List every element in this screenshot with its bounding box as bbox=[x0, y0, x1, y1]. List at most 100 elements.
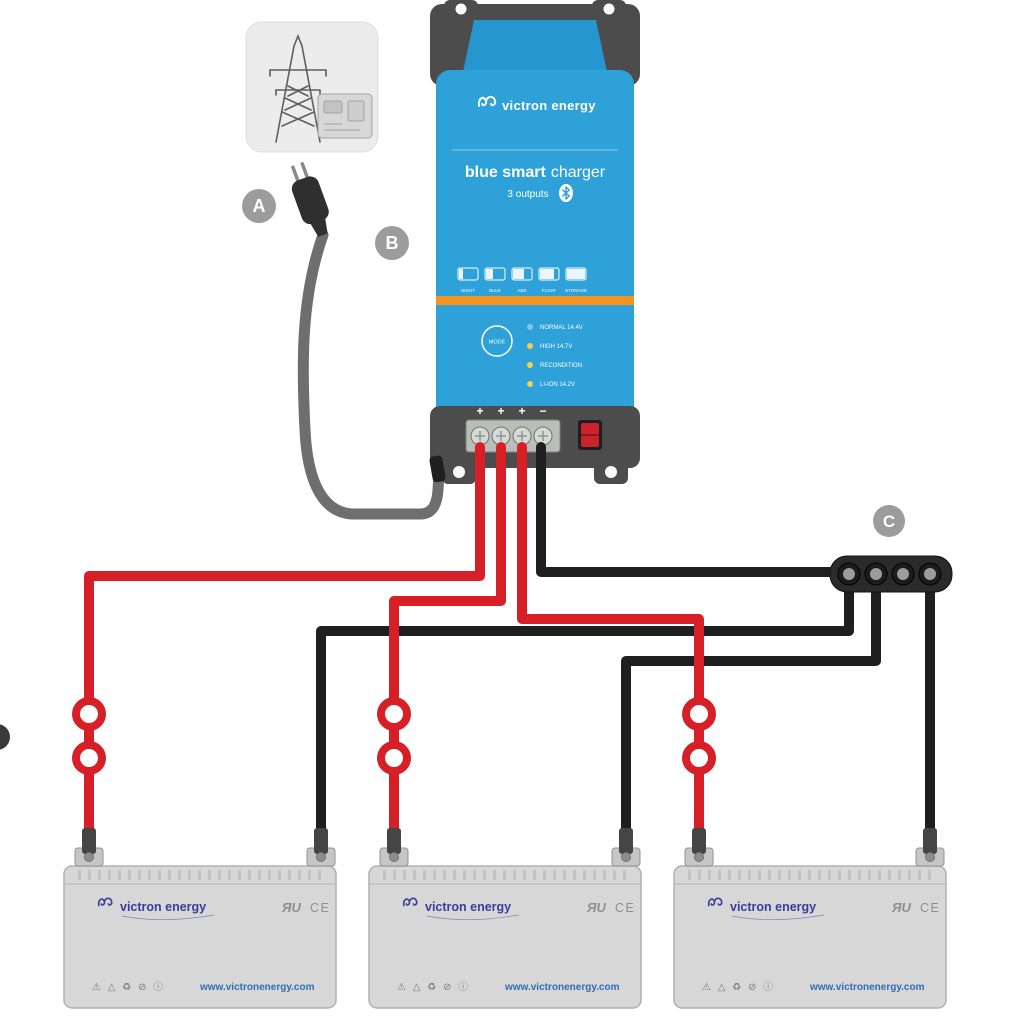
cable-gland bbox=[429, 455, 446, 483]
busbar-terminal-screw bbox=[870, 568, 882, 580]
battery-brand-text: victron energy bbox=[425, 900, 511, 914]
ul-mark: ЯU bbox=[281, 900, 301, 915]
charge-stage-indicators: NIGHT BULK ABS FLOAT STORAGE bbox=[457, 267, 587, 293]
mount-hole bbox=[453, 466, 465, 478]
ul-mark: ЯU bbox=[891, 900, 911, 915]
badge-c-letter: C bbox=[883, 512, 895, 531]
safety-icons: ⚠ △ ♻ ⊘ ⓘ bbox=[397, 981, 470, 993]
victron-swirl-icon bbox=[707, 897, 723, 907]
stage-label: NIGHT bbox=[461, 288, 475, 293]
inline-fuse bbox=[682, 741, 716, 775]
product-name-bold: blue smart bbox=[465, 164, 547, 181]
busbar-terminal-screw bbox=[924, 568, 936, 580]
plug-prong bbox=[291, 165, 301, 185]
battery-terminal-positive bbox=[379, 828, 409, 867]
busbar-terminal-screw bbox=[843, 568, 855, 580]
charger-brand-logo: victron energy bbox=[477, 95, 596, 113]
label-badge-c: C bbox=[873, 505, 905, 537]
led-dot bbox=[527, 343, 533, 349]
cable-lug bbox=[692, 828, 706, 854]
power-plug bbox=[291, 162, 329, 237]
battery-body bbox=[368, 865, 642, 1009]
mode-button-label: MODE bbox=[489, 340, 506, 346]
label-badge-b: B bbox=[375, 226, 409, 260]
battery-brand-logo: victron energy bbox=[402, 897, 520, 921]
battery-brand-text: victron energy bbox=[730, 900, 816, 914]
stage-label: FLOAT bbox=[542, 288, 556, 293]
plug-prong bbox=[300, 162, 310, 181]
logo-flourish bbox=[426, 914, 520, 921]
label-badge-a: A bbox=[242, 189, 276, 223]
mount-hole bbox=[603, 3, 615, 15]
power-switch bbox=[578, 420, 602, 450]
terminal-label: − bbox=[539, 404, 546, 418]
inline-fuse bbox=[72, 741, 106, 775]
badge-b-letter: B bbox=[386, 233, 399, 253]
inline-fuse bbox=[682, 697, 716, 731]
led-dot bbox=[527, 381, 533, 387]
terminal-label: + bbox=[497, 404, 504, 418]
battery-terminal-negative bbox=[915, 828, 945, 867]
mount-hole bbox=[455, 3, 467, 15]
product-name-light: charger bbox=[551, 164, 606, 181]
inline-fuse bbox=[377, 741, 411, 775]
battery-body bbox=[673, 865, 947, 1009]
stage-label: BULK bbox=[489, 288, 501, 293]
status-leds: NORMAL 14.4V HIGH 14.7V RECONDITION LI-I… bbox=[527, 324, 583, 388]
ce-mark: CE bbox=[615, 901, 635, 915]
battery-body bbox=[63, 865, 337, 1009]
badge-a-letter: A bbox=[253, 196, 266, 216]
battery-brand-text: victron energy bbox=[120, 900, 206, 914]
victron-swirl-icon bbox=[97, 897, 113, 907]
mode-button: MODE bbox=[481, 325, 513, 357]
victron-swirl-icon bbox=[477, 95, 497, 107]
charger-brand-text: victron energy bbox=[502, 98, 596, 113]
battery-terminal-positive bbox=[684, 828, 714, 867]
battery-brand-logo: victron energy bbox=[97, 897, 215, 921]
plug-body bbox=[291, 176, 329, 225]
ac-cable bbox=[297, 229, 445, 520]
led-label: HIGH 14.7V bbox=[540, 344, 572, 350]
safety-icons: ⚠ △ ♻ ⊘ ⓘ bbox=[702, 981, 775, 993]
negative-cable-charger-to-busbar bbox=[536, 442, 839, 577]
terminal-block bbox=[465, 419, 561, 453]
cable-lug bbox=[387, 828, 401, 854]
logo-flourish bbox=[731, 914, 825, 921]
safety-icons: ⚠ △ ♻ ⊘ ⓘ bbox=[92, 981, 165, 993]
ce-mark: CE bbox=[310, 901, 330, 915]
plug-neck bbox=[309, 217, 328, 237]
charger-top-face bbox=[460, 20, 610, 86]
led-label: NORMAL 14.4V bbox=[540, 325, 583, 331]
logo-flourish bbox=[121, 914, 215, 921]
led-label: RECONDITION bbox=[540, 363, 582, 369]
negative-busbar bbox=[829, 555, 953, 593]
battery-1: victron energy ЯU CE ⚠ △ ♻ ⊘ ⓘ www.victr… bbox=[63, 828, 337, 1009]
mount-hole bbox=[605, 466, 617, 478]
led-label: LI-ION 14.2V bbox=[540, 382, 575, 388]
inline-fuse bbox=[377, 697, 411, 731]
busbar-terminals bbox=[837, 562, 942, 586]
battery-terminal-negative bbox=[611, 828, 641, 867]
led-dot bbox=[527, 362, 533, 368]
victron-swirl-icon bbox=[402, 897, 418, 907]
led-dot bbox=[527, 324, 533, 330]
generator-icon bbox=[317, 93, 373, 139]
ac-source-panel bbox=[245, 21, 379, 153]
terminal-label: + bbox=[518, 404, 525, 418]
negative-cable-busbar-to-battery-2 bbox=[621, 569, 881, 857]
edge-partial-circle bbox=[0, 724, 10, 750]
orange-stripe bbox=[436, 296, 634, 305]
charger-body bbox=[436, 70, 634, 452]
cable-lug bbox=[619, 828, 633, 854]
positive-cable-output-3 bbox=[517, 442, 704, 857]
battery-2: victron energy ЯU CE ⚠ △ ♻ ⊘ ⓘ www.victr… bbox=[368, 828, 642, 1009]
stage-label: ABS bbox=[517, 288, 526, 293]
terminal-label: + bbox=[476, 404, 483, 418]
ul-mark: ЯU bbox=[586, 900, 606, 915]
negative-cable-busbar-to-battery-1 bbox=[316, 569, 854, 857]
battery-brand-logo: victron energy bbox=[707, 897, 825, 921]
ce-mark: CE bbox=[920, 901, 940, 915]
